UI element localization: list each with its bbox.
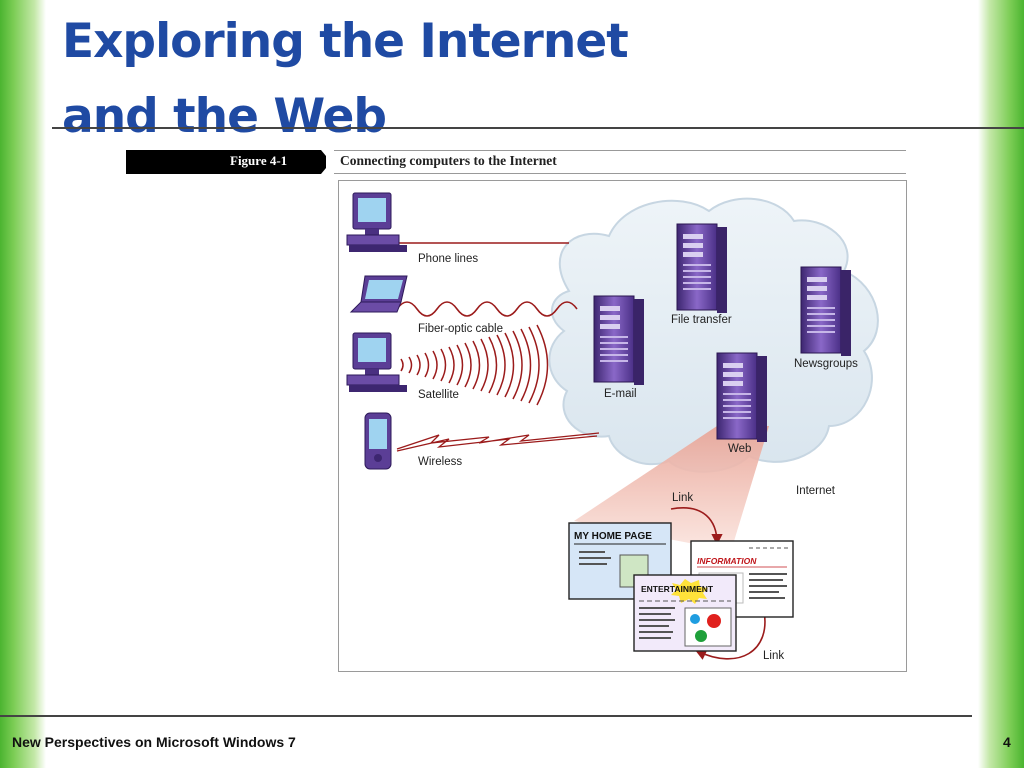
email-label: E-mail [604,388,637,400]
satellite-label: Satellite [418,389,459,401]
footer-divider [0,715,972,717]
figure-label: Figure 4-1 [230,153,288,168]
title-line-1: Exploring the Internet [62,14,629,69]
internet-label: Internet [796,485,836,497]
page-number: 4 [1003,734,1011,750]
internet-diagram: Phone lines Fiber-optic cable Satellite … [346,192,879,662]
link-arrow-top [670,507,723,546]
figure-panel: Phone lines Fiber-optic cable Satellite … [338,180,907,672]
footer-text: New Perspectives on Microsoft Windows 7 [12,734,296,750]
figure-label-bar [126,150,326,174]
link-arrow-bottom [694,610,766,660]
web-beam [574,426,769,551]
left-decorative-bar [0,0,46,768]
internet-cloud [548,197,879,473]
wireless-bolt [396,432,600,452]
caption-rule-bottom [334,173,906,174]
web-server-icon [716,352,768,443]
entertainment-page-card: ENTERTAINMENT [633,574,737,652]
satellite-waves [400,324,549,406]
file-transfer-server-icon [676,223,728,314]
phone-lines-label: Phone lines [418,253,478,265]
link-label-top: Link [672,492,693,504]
title-line-2: and the Web [62,89,387,144]
handheld-device-icon [364,412,392,470]
figure-header: Figure 4-1 Connecting computers to the I… [126,150,906,174]
figure-caption: Connecting computers to the Internet [340,153,557,168]
newsgroups-label: Newsgroups [794,358,858,370]
fiber-optic-label: Fiber-optic cable [418,323,503,335]
satellite-computer-icon [346,332,408,393]
file-transfer-label: File transfer [671,314,732,326]
caption-rule-top [334,150,906,151]
information-title: INFORMATION [697,556,757,566]
right-decorative-bar [978,0,1024,768]
laptop-icon [349,275,408,313]
link-label-bottom: Link [763,650,784,662]
entertainment-title: ENTERTAINMENT [641,584,714,594]
title-divider [52,127,1024,129]
wireless-label: Wireless [418,456,462,468]
newsgroups-server-icon [800,266,852,357]
fiber-optic-wave [396,301,578,317]
email-server-icon [593,295,645,386]
slide-title: Exploring the Internet and the Web [62,4,629,154]
web-label: Web [728,443,751,455]
desktop-computer-icon [346,192,408,253]
home-page-title: MY HOME PAGE [574,531,652,542]
